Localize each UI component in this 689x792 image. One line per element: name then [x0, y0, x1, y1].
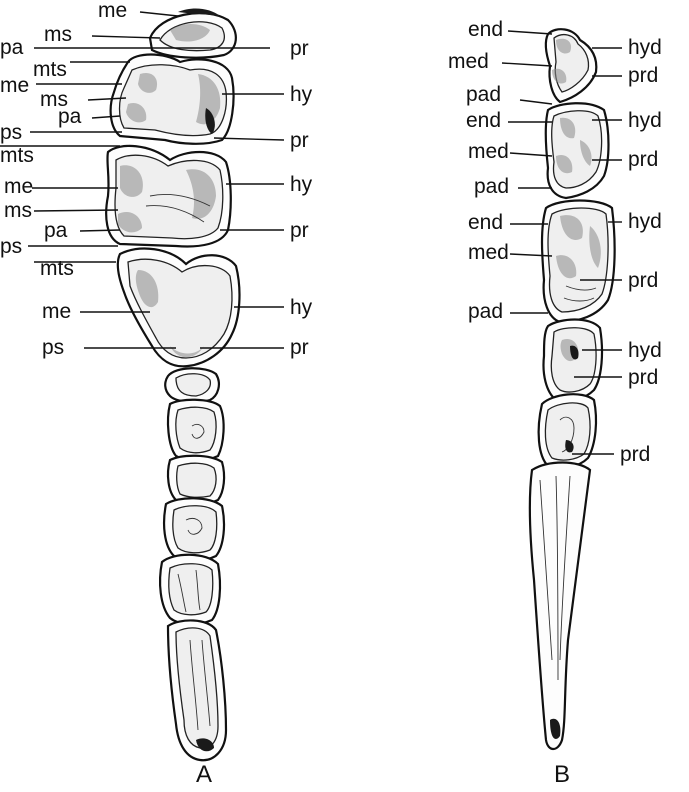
- label-a-me-4: me: [42, 300, 71, 323]
- label-b-prd-4: prd: [628, 366, 658, 389]
- figure-a-right-labels: pr hy pr hy pr hy pr: [290, 37, 313, 359]
- label-b-hyd-1: hyd: [628, 36, 662, 59]
- label-a-mts-3: mts: [40, 257, 74, 280]
- label-a-pa-1: pa: [0, 36, 24, 59]
- label-b-end-1: end: [468, 18, 503, 41]
- label-b-pad-3: pad: [468, 300, 503, 323]
- figure-b-left-labels: end med pad end med pad end med pad: [448, 18, 509, 323]
- label-b-pad-2: pad: [474, 175, 509, 198]
- label-a-pa-3: pa: [44, 219, 68, 242]
- label-a-pr-1: pr: [290, 37, 309, 60]
- label-a-hy-3: hy: [290, 296, 313, 319]
- label-a-pr-3: pr: [290, 219, 309, 242]
- figure-b-right-labels: hyd prd hyd prd hyd prd hyd prd prd: [620, 36, 662, 466]
- label-a-me-3: me: [4, 175, 33, 198]
- label-a-hy-2: hy: [290, 173, 313, 196]
- label-b-prd-3: prd: [628, 269, 658, 292]
- label-b-hyd-4: hyd: [628, 339, 662, 362]
- label-b-hyd-2: hyd: [628, 109, 662, 132]
- upper-tooth-row-drawing: [106, 9, 239, 761]
- label-a-hy-1: hy: [290, 83, 313, 106]
- label-a-ms-3: ms: [4, 199, 32, 222]
- label-a-ps-1: ps: [0, 121, 22, 144]
- lower-tooth-row-drawing: [530, 29, 615, 749]
- label-b-prd-1: prd: [628, 64, 658, 87]
- label-a-pr-4: pr: [290, 336, 309, 359]
- figure-a-caption: A: [196, 761, 212, 788]
- label-b-prd-5: prd: [620, 443, 650, 466]
- label-b-pad-1: pad: [466, 83, 501, 106]
- label-a-pa-2: pa: [58, 105, 82, 128]
- figure-b-caption: B: [554, 761, 570, 788]
- label-b-end-3: end: [468, 211, 503, 234]
- label-a-ps-2: ps: [0, 235, 22, 258]
- label-b-med-1: med: [448, 50, 489, 73]
- label-a-pr-2: pr: [290, 129, 309, 152]
- label-b-med-2: med: [468, 140, 509, 163]
- label-b-med-3: med: [468, 241, 509, 264]
- label-a-ps-3: ps: [42, 336, 64, 359]
- label-a-ms-1: ms: [44, 23, 72, 46]
- label-a-mts-1: mts: [33, 58, 67, 81]
- label-a-me-2: me: [0, 74, 29, 97]
- label-b-prd-2: prd: [628, 148, 658, 171]
- label-a-mts-2: mts: [0, 144, 34, 167]
- label-b-end-2: end: [466, 109, 501, 132]
- label-a-me-1: me: [98, 0, 127, 22]
- label-b-hyd-3: hyd: [628, 210, 662, 233]
